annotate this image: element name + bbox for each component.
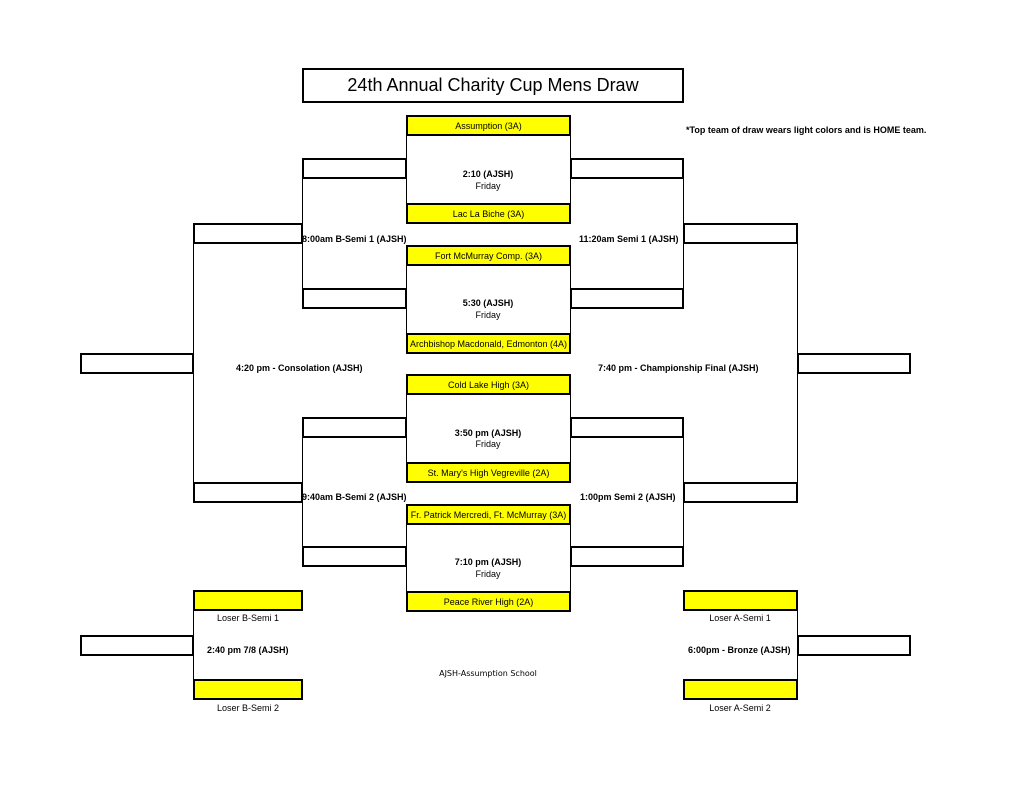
game-day: Friday <box>475 569 501 579</box>
team-box: Cold Lake High (3A) <box>406 374 571 395</box>
game-time: 2:10 (AJSH) <box>462 169 514 179</box>
result-box <box>683 482 798 503</box>
game-time: 3:50 pm (AJSH) <box>454 428 522 438</box>
game-day: Friday <box>475 181 501 191</box>
result-box <box>570 158 684 179</box>
result-box <box>302 158 407 179</box>
bronze-label: 6:00pm - Bronze (AJSH) <box>688 645 791 655</box>
result-box <box>193 223 303 244</box>
home-team-note: *Top team of draw wears light colors and… <box>686 125 927 135</box>
loser-box <box>193 679 303 700</box>
result-box <box>193 482 303 503</box>
result-box <box>302 546 407 567</box>
result-box <box>80 635 194 656</box>
page-title: 24th Annual Charity Cup Mens Draw <box>302 68 684 103</box>
result-box <box>302 288 407 309</box>
result-box <box>797 353 911 374</box>
result-box <box>797 635 911 656</box>
loser-box <box>683 590 798 611</box>
semi-label: 11:20am Semi 1 (AJSH) <box>579 234 679 244</box>
game-day: Friday <box>475 439 501 449</box>
result-box <box>302 417 407 438</box>
game-time: 5:30 (AJSH) <box>462 298 514 308</box>
team-box: Lac La Biche (3A) <box>406 203 571 224</box>
semi-label: 8:00am B-Semi 1 (AJSH) <box>302 234 407 244</box>
placement-game-label: 2:40 pm 7/8 (AJSH) <box>207 645 289 655</box>
team-box: Fort McMurray Comp. (3A) <box>406 245 571 266</box>
loser-box <box>193 590 303 611</box>
loser-label: Loser A-Semi 2 <box>709 703 771 713</box>
loser-box <box>683 679 798 700</box>
result-box <box>80 353 194 374</box>
team-box: St. Mary's High Vegreville (2A) <box>406 462 571 483</box>
semi-label: 1:00pm Semi 2 (AJSH) <box>580 492 676 502</box>
result-box <box>570 546 684 567</box>
team-box: Assumption (3A) <box>406 115 571 136</box>
loser-label: Loser A-Semi 1 <box>709 613 771 623</box>
game-time: 7:10 pm (AJSH) <box>454 557 522 567</box>
team-box: Archbishop Macdonald, Edmonton (4A) <box>406 333 571 354</box>
loser-label: Loser B-Semi 2 <box>216 703 280 713</box>
footer-note: AJSH-Assumption School <box>439 669 537 678</box>
consolation-label: 4:20 pm - Consolation (AJSH) <box>236 363 363 373</box>
game-day: Friday <box>475 310 501 320</box>
team-box: Peace River High (2A) <box>406 591 571 612</box>
result-box <box>570 417 684 438</box>
semi-label: 9:40am B-Semi 2 (AJSH) <box>302 492 407 502</box>
championship-label: 7:40 pm - Championship Final (AJSH) <box>598 363 759 373</box>
result-box <box>570 288 684 309</box>
result-box <box>683 223 798 244</box>
loser-label: Loser B-Semi 1 <box>216 613 280 623</box>
team-box: Fr. Patrick Mercredi, Ft. McMurray (3A) <box>406 504 571 525</box>
